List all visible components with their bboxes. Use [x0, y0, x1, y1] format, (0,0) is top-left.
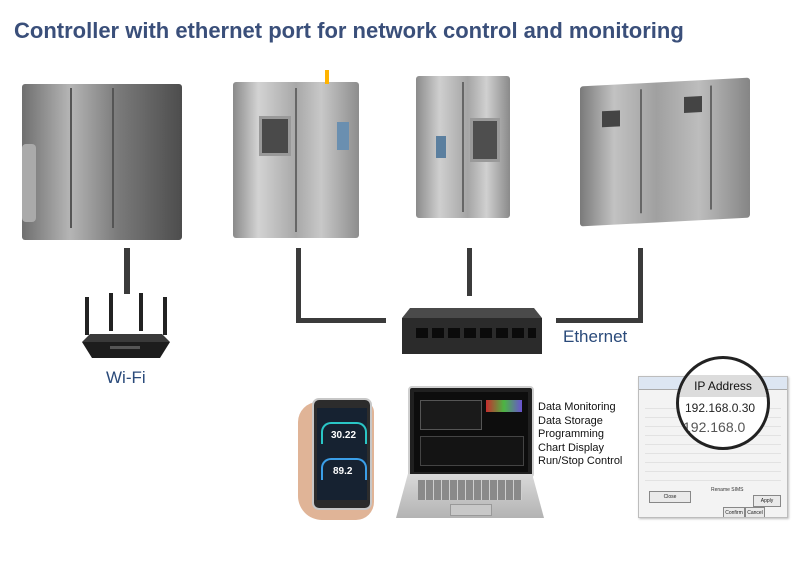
ip-address-value: 192.168.0.30	[685, 401, 756, 415]
chamber-1-wifi-line	[124, 248, 130, 294]
phone-gauge-2	[321, 458, 367, 480]
feature-item: Data Monitoring	[538, 401, 616, 413]
cancel-button[interactable]: Cancel	[745, 507, 765, 517]
feature-item: Programming	[538, 428, 605, 440]
table-row	[645, 472, 781, 481]
wifi-label: Wi-Fi	[106, 368, 146, 387]
smartphone: 30.22 89.2	[312, 398, 372, 510]
page-title: Controller with ethernet port for networ…	[14, 18, 684, 43]
chamber-4-line-vertical	[638, 248, 643, 323]
laptop-base	[396, 474, 544, 518]
chamber-4-line-horizontal	[556, 318, 643, 323]
chamber-3-image	[416, 76, 510, 218]
phone-reading-2: 89.2	[333, 466, 353, 477]
table-row	[645, 463, 781, 472]
ip-address-value-2: 192.168.0	[683, 419, 746, 435]
chamber-3-line	[467, 248, 472, 296]
ip-address-header: IP Address	[679, 375, 767, 397]
ethernet-label: Ethernet	[563, 327, 628, 346]
laptop-keyboard	[418, 480, 522, 500]
chamber-2-line-vertical	[296, 248, 301, 323]
laptop-chart	[420, 400, 482, 430]
chamber-2-line-horizontal	[296, 318, 386, 323]
confirm-button[interactable]: Confirm	[723, 507, 745, 517]
feature-item: Chart Display	[538, 441, 605, 454]
phone-gauge-1	[321, 422, 367, 444]
chamber-4-image	[580, 77, 750, 227]
close-button[interactable]: Close	[649, 491, 691, 503]
laptop-trackpad	[450, 504, 492, 516]
phone-reading-1: 30.22	[331, 430, 357, 441]
rename-label: Rename SIMS	[711, 487, 744, 493]
laptop	[408, 386, 534, 478]
apply-button[interactable]: Apply	[753, 495, 781, 507]
chamber-2-image	[233, 70, 359, 238]
wifi-router-icon	[82, 293, 170, 358]
ethernet-switch-icon	[402, 308, 542, 354]
laptop-screen	[414, 392, 528, 472]
feature-list: Data Monitoring Data Storage Programming…	[538, 401, 622, 469]
phone-screen: 30.22 89.2	[317, 408, 367, 500]
magnifier-icon: IP Address 192.168.0.30 192.168.0	[676, 356, 770, 450]
feature-item: Run/Stop Control	[538, 455, 623, 467]
chamber-1-image	[22, 84, 182, 240]
table-row	[645, 445, 781, 454]
feature-item: Data Storage	[538, 414, 603, 427]
table-row	[645, 454, 781, 463]
